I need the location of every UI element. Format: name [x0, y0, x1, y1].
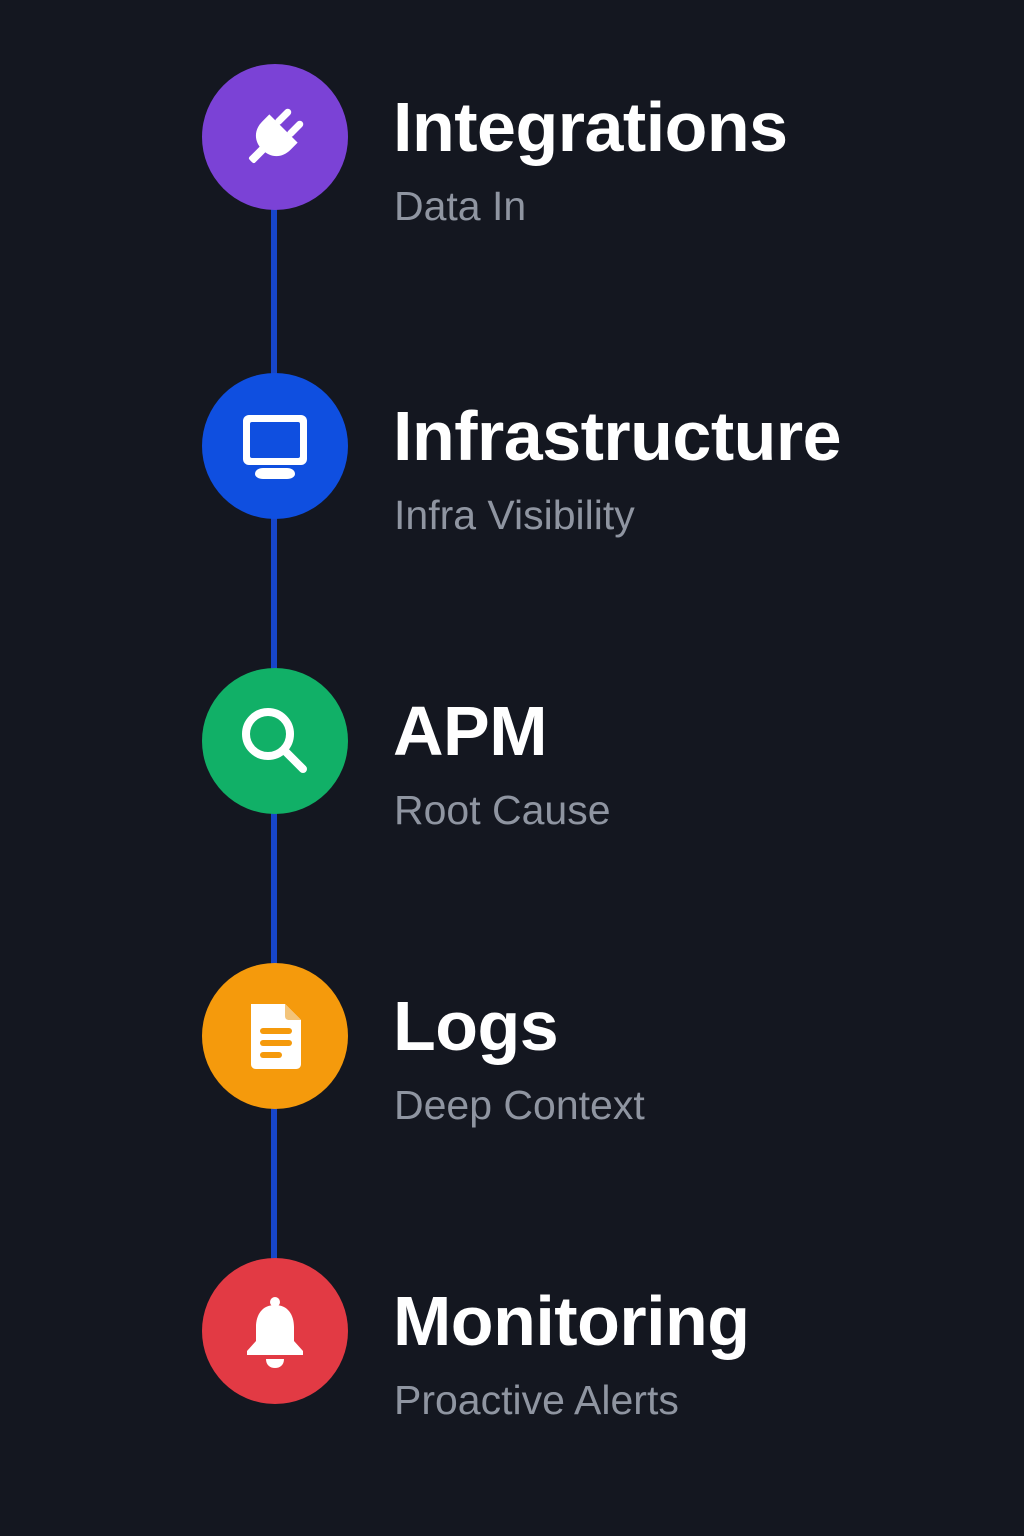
step-subtitle: Data In: [394, 183, 527, 229]
step-integrations: Integrations Data In: [0, 64, 1024, 227]
step-subtitle: Proactive Alerts: [394, 1377, 679, 1423]
step-circle-apm: [202, 668, 348, 814]
monitor-icon: [243, 415, 307, 479]
step-subtitle: Infra Visibility: [394, 492, 635, 538]
step-title: APM: [393, 692, 548, 770]
step-title: Integrations: [393, 88, 788, 166]
step-title: Infrastructure: [393, 397, 842, 475]
step-subtitle: Deep Context: [394, 1082, 645, 1128]
step-circle-logs: [202, 963, 348, 1109]
document-icon: [251, 1004, 301, 1069]
step-subtitle: Root Cause: [394, 787, 611, 833]
step-monitoring: Monitoring Proactive Alerts: [0, 1258, 1024, 1421]
plug-icon: [248, 108, 304, 164]
step-logs: Logs Deep Context: [0, 963, 1024, 1126]
step-title: Monitoring: [393, 1282, 750, 1360]
step-infrastructure: Infrastructure Infra Visibility: [0, 373, 1024, 536]
step-circle-integrations: [202, 64, 348, 210]
step-circle-infrastructure: [202, 373, 348, 519]
bell-icon: [247, 1297, 303, 1368]
step-title: Logs: [393, 987, 559, 1065]
step-apm: APM Root Cause: [0, 668, 1024, 831]
step-circle-monitoring: [202, 1258, 348, 1404]
magnifier-icon: [242, 708, 307, 773]
